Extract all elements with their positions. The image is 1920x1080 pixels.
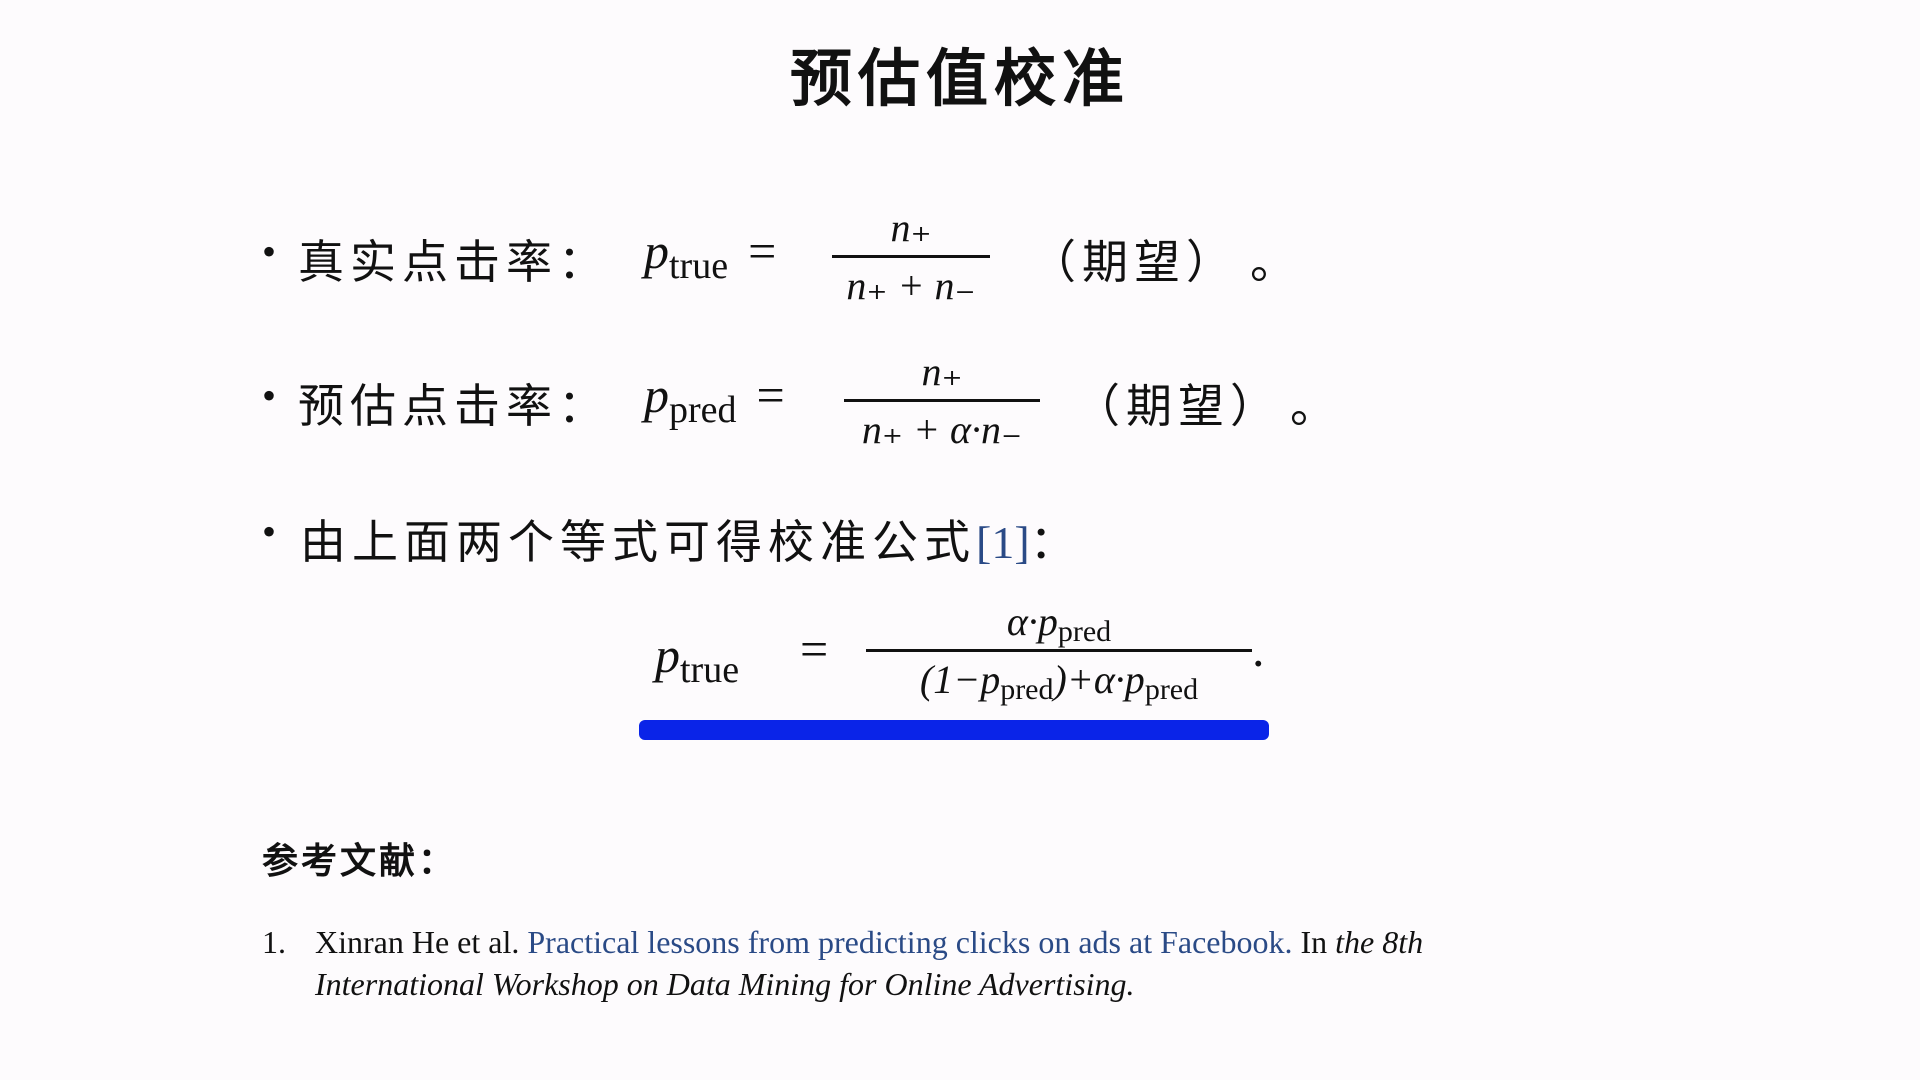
formula-fraction: α·ppred (1−ppred)+α·ppred (866, 598, 1252, 706)
formula-period: . (1252, 621, 1265, 677)
reference-line-1: Xinran He et al. Practical lessons from … (315, 924, 1423, 961)
den-text: (1−p (919, 657, 1001, 702)
bullet-1-fraction: n₊ n₊ + n₋ (832, 204, 990, 309)
highlight-underline (639, 720, 1269, 740)
var: p (644, 223, 669, 279)
bullet-2-end: 。 (1290, 381, 1342, 432)
formula-equals: = (800, 621, 829, 677)
var: p (655, 627, 680, 683)
denominator: n₊ + n₋ (846, 263, 976, 308)
subscript: pred (1144, 673, 1199, 706)
numerator: n₊ (921, 349, 963, 394)
numerator: n₊ (890, 205, 932, 250)
bullet-3: 由上面两个等式可得校准公式[1]： (300, 506, 1082, 572)
bullet-3-label: 由上面两个等式可得校准公式 (300, 517, 976, 568)
denominator: (1−ppred)+α·ppred (919, 656, 1199, 706)
reference-venue: the 8th (1335, 924, 1424, 960)
bullet-1-end: 。 (1250, 237, 1302, 288)
references-heading: 参考文献： (262, 841, 458, 881)
var: p (644, 367, 669, 423)
reference-in: In (1300, 924, 1328, 960)
denominator: n₊ + α·n₋ (861, 407, 1023, 452)
reference-line-2: International Workshop on Data Mining fo… (315, 966, 1135, 1002)
formula-lhs: ptrue (655, 626, 739, 691)
subscript: pred (1057, 615, 1112, 648)
subscript: pred (1000, 673, 1054, 706)
slide-title: 预估值校准 (789, 46, 1130, 114)
reference-title-link[interactable]: Practical lessons from predicting clicks… (527, 924, 1293, 960)
subscript: true (680, 649, 740, 691)
bullet-dot: • (262, 373, 277, 418)
reference-number: 1. (262, 924, 286, 960)
citation-link[interactable]: [1] (976, 517, 1030, 568)
subscript: pred (669, 389, 737, 431)
bullet-dot: • (262, 509, 277, 554)
colon: ： (1029, 517, 1082, 568)
bullet-2-lhs: ppred= (644, 367, 785, 431)
bullet-2-note: （期望） (1074, 381, 1282, 432)
bullet-1-label: 真实点击率： (298, 237, 610, 288)
num-text: α·p (1006, 599, 1058, 644)
bullet-2-fraction: n₊ n₊ + α·n₋ (844, 348, 1040, 453)
subscript: true (669, 245, 729, 287)
reference-authors: Xinran He et al. (315, 924, 520, 960)
bullet-2-label: 预估点击率： (298, 381, 610, 432)
den-text: )+α·p (1053, 657, 1145, 702)
bullet-dot: • (262, 229, 277, 274)
bullet-1-lhs: ptrue= (644, 223, 777, 287)
bullet-1-note: （期望） (1030, 237, 1238, 288)
numerator: α·ppred (1001, 598, 1117, 648)
